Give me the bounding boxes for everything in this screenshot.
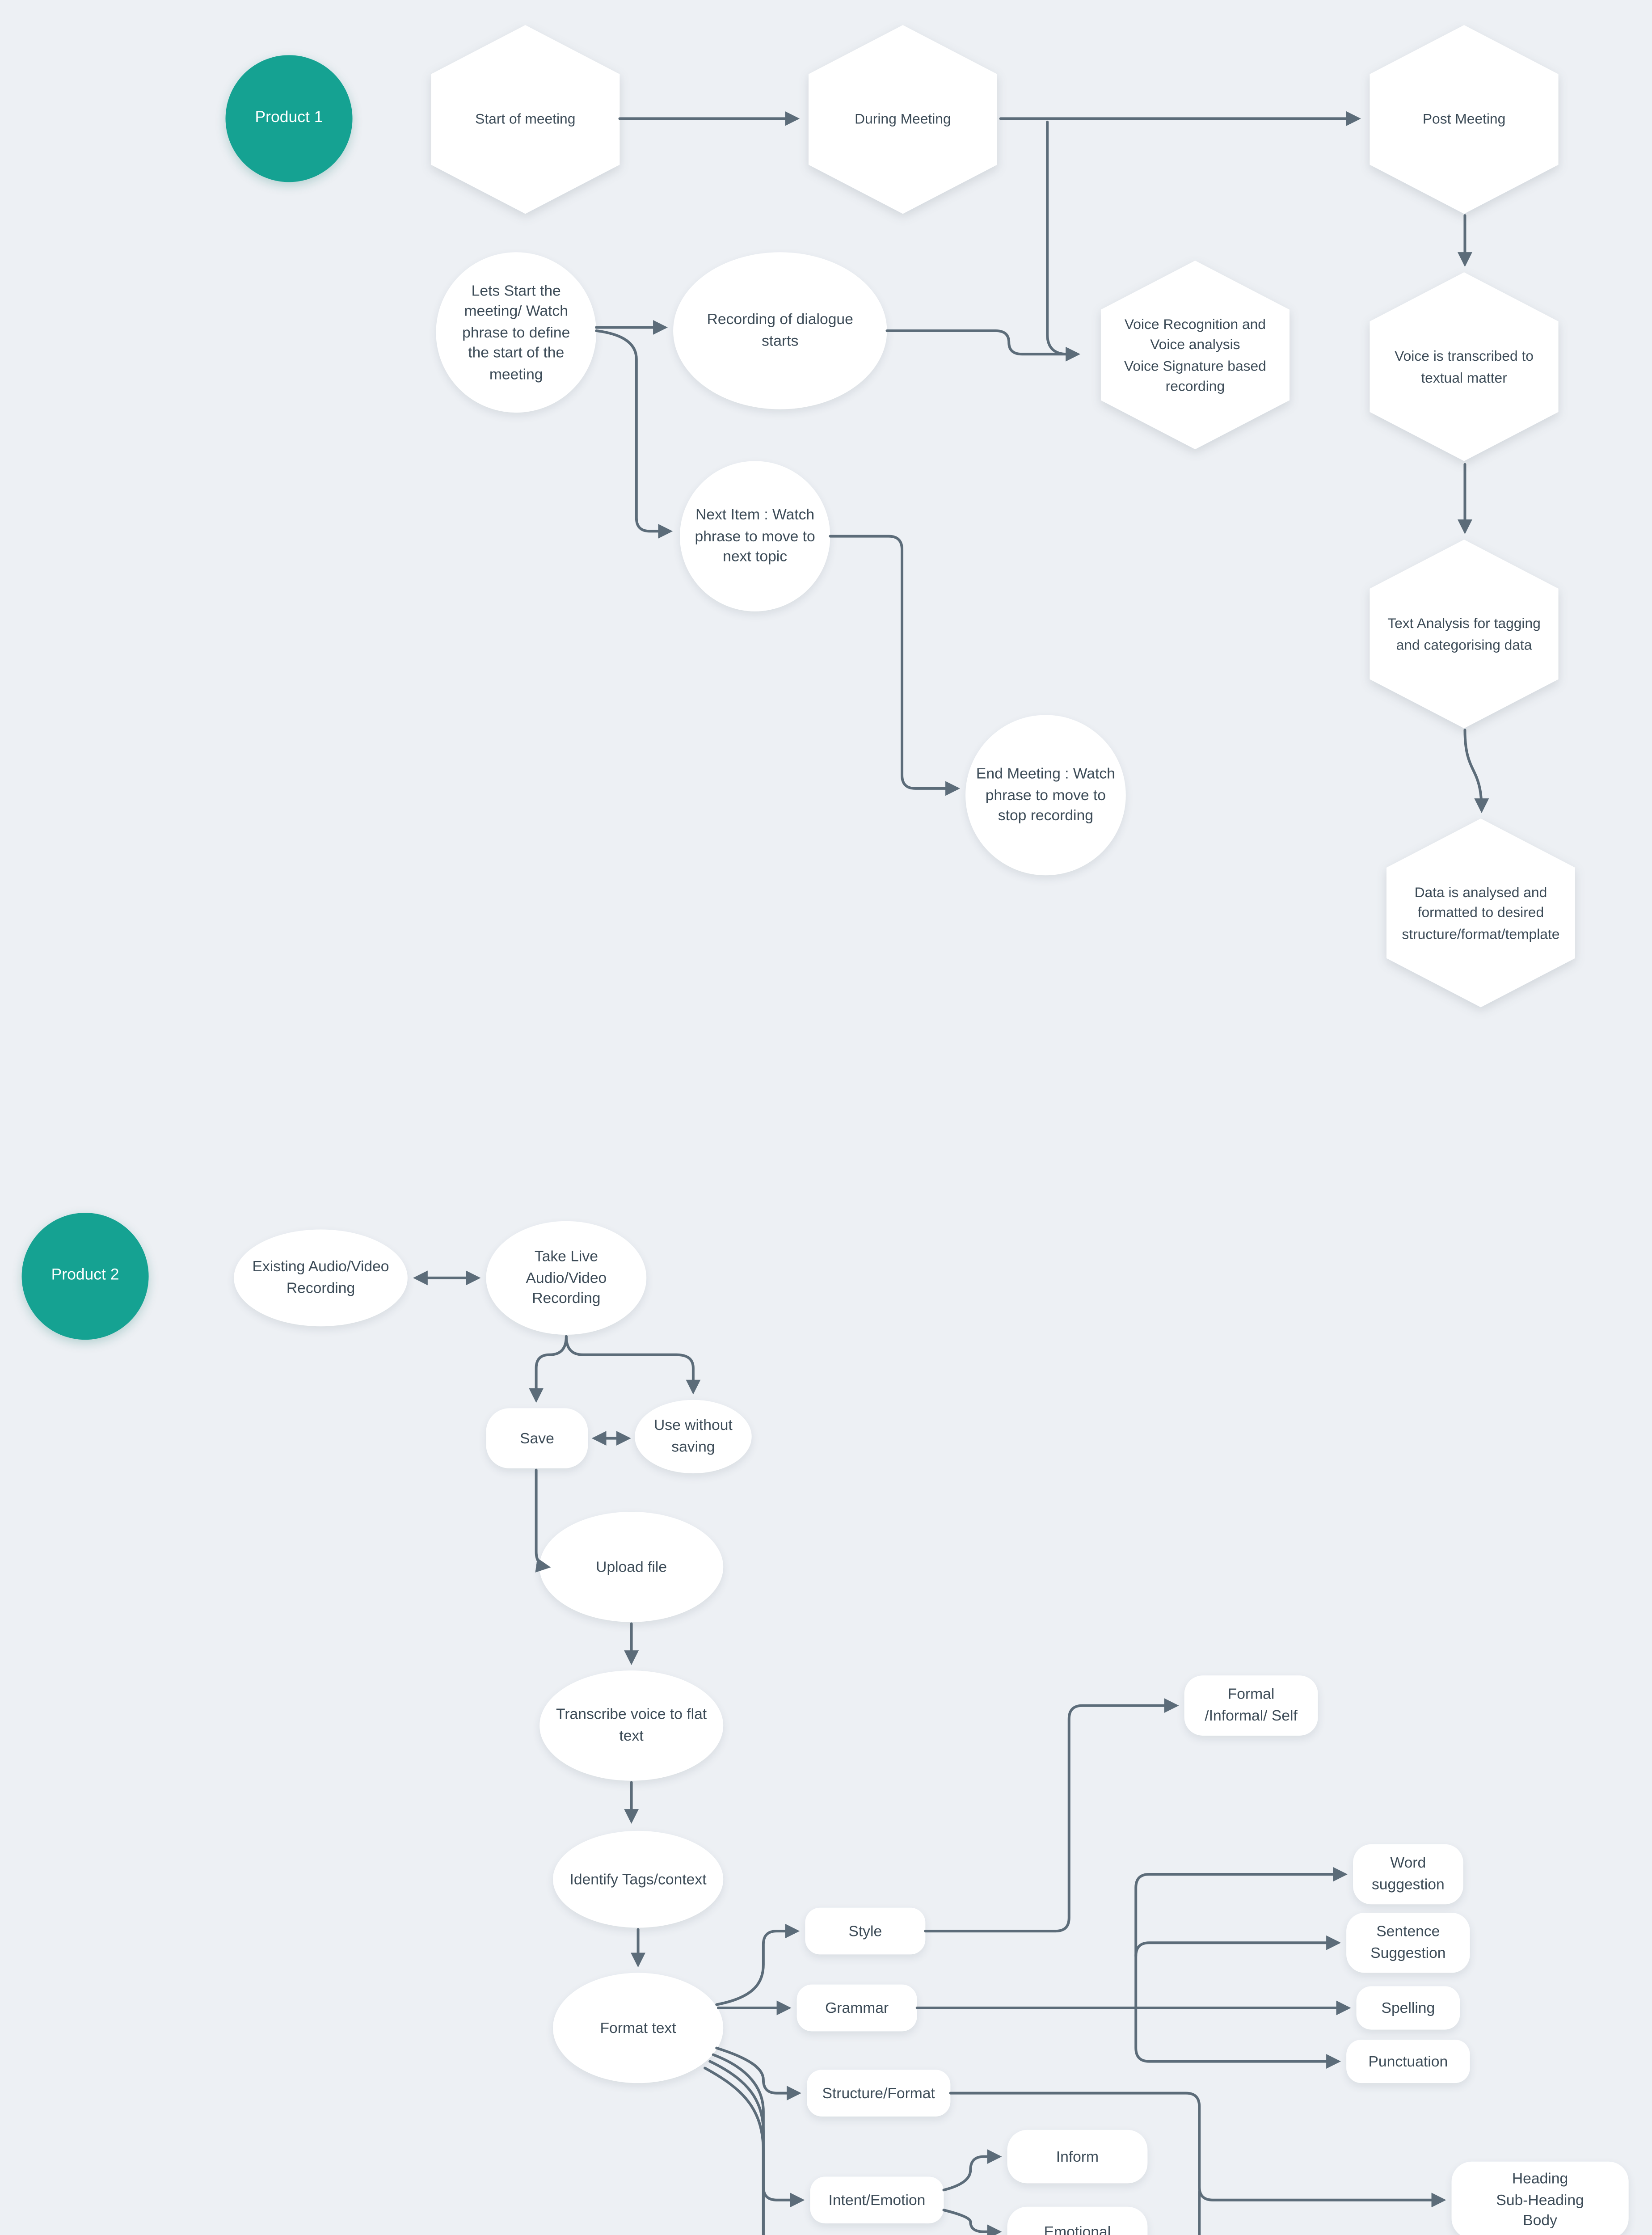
node-upload-file: Upload file <box>539 1512 724 1622</box>
node-sentence-suggestion: Sentence Suggestion <box>1346 1912 1470 1973</box>
node-label: Format text <box>600 2019 676 2036</box>
connector-format-to-audience <box>708 2060 765 2235</box>
node-label: Identify Tags/context <box>569 1870 707 1887</box>
node-formal-informal-self: Formal /Informal/ Self <box>1184 1675 1318 1736</box>
node-label: Recording of dialogue starts <box>707 311 853 350</box>
node-label: Voice is transcribed to textual matter <box>1395 348 1534 385</box>
node-label: Word suggestion <box>1371 1855 1445 1893</box>
node-end-meeting: End Meeting : Watch phrase to move to st… <box>965 715 1126 876</box>
node-label: Data is analysed and formatted to desire… <box>1402 884 1560 942</box>
node-heading-subheading-body: Heading Sub-Heading Body <box>1451 2161 1629 2235</box>
node-spelling: Spelling <box>1356 1986 1460 2030</box>
product1-badge-label: Product 1 <box>255 109 323 128</box>
node-label: Formal /Informal/ Self <box>1205 1686 1298 1724</box>
connector-grammar-to-word <box>1134 1867 1348 2009</box>
node-label: Upload file <box>596 1558 667 1575</box>
node-label: During Meeting <box>855 110 951 128</box>
connector-takelive-to-usewithout <box>565 1335 701 1395</box>
node-voice-recognition: Voice Recognition and Voice analysis Voi… <box>1100 260 1290 450</box>
node-label: Punctuation <box>1368 2052 1448 2070</box>
node-label: Intent/Emotion <box>828 2191 926 2208</box>
node-label: Next Item : Watch phrase to move to next… <box>695 506 815 565</box>
connector-structure-to-charts <box>1198 2190 1201 2235</box>
node-grammar: Grammar <box>796 1984 917 2032</box>
node-format-text: Format text <box>552 1973 724 2083</box>
product1-badge: Product 1 <box>225 55 353 182</box>
node-label: Use without saving <box>654 1417 733 1455</box>
node-label: Heading Sub-Heading Body <box>1496 2170 1584 2229</box>
node-label: End Meeting : Watch phrase to move to st… <box>976 765 1115 824</box>
node-data-analysed: Data is analysed and formatted to desire… <box>1386 818 1576 1008</box>
node-label: Save <box>520 1429 554 1446</box>
node-label: Style <box>848 1922 882 1939</box>
node-label: Inform <box>1056 2147 1099 2165</box>
node-punctuation: Punctuation <box>1346 2039 1470 2083</box>
node-during-meeting: During Meeting <box>808 25 998 214</box>
node-identify-tags: Identify Tags/context <box>552 1830 724 1928</box>
node-start-of-meeting: Start of meeting <box>431 25 620 214</box>
node-label: Grammar <box>825 1999 889 2016</box>
node-voice-transcribed: Voice is transcribed to textual matter <box>1370 272 1559 461</box>
node-label: Lets Start the meeting/ Watch phrase to … <box>462 281 570 383</box>
connector-grammar-to-punctuation <box>1134 2007 1341 2069</box>
node-word-suggestion: Word suggestion <box>1353 1844 1463 1905</box>
node-use-without-saving: Use without saving <box>635 1400 752 1474</box>
connector-takelive-to-save <box>529 1335 568 1403</box>
connector-intent-to-emotional <box>942 2209 1002 2235</box>
connector-intent-to-inform <box>942 2149 1002 2192</box>
node-intent-emotion: Intent/Emotion <box>810 2176 944 2224</box>
node-save: Save <box>486 1408 588 1468</box>
node-text-analysis: Text Analysis for tagging and categorisi… <box>1370 540 1559 729</box>
node-next-item: Next Item : Watch phrase to move to next… <box>679 461 830 611</box>
node-transcribe-voice: Transcribe voice to flat text <box>539 1670 724 1781</box>
node-label: Transcribe voice to flat text <box>556 1706 707 1744</box>
connector-format-to-style <box>715 1923 800 2006</box>
connector-style-to-formal <box>924 1698 1179 1933</box>
node-label: Existing Audio/Video Recording <box>252 1258 389 1296</box>
node-inform: Inform <box>1007 2130 1148 2184</box>
node-structure-format: Structure/Format <box>807 2070 951 2117</box>
connector-letsstart-to-nextitem <box>595 329 673 539</box>
node-post-meeting: Post Meeting <box>1370 25 1559 214</box>
connector-nextitem-to-endmeeting <box>829 535 960 796</box>
node-label: Text Analysis for tagging and categorisi… <box>1387 615 1541 653</box>
node-take-live-recording: Take Live Audio/Video Recording <box>486 1221 647 1335</box>
node-lets-start-meeting: Lets Start the meeting/ Watch phrase to … <box>436 252 597 413</box>
node-label: Sentence Suggestion <box>1370 1923 1446 1961</box>
connector-format-to-structure <box>715 2046 801 2101</box>
connector-during-to-voicerec <box>1046 120 1069 356</box>
node-label: Post Meeting <box>1422 110 1506 128</box>
node-label: Take Live Audio/Video Recording <box>526 1248 607 1307</box>
node-label: Start of meeting <box>475 110 576 128</box>
node-label: Emotional <box>1044 2222 1111 2235</box>
product2-badge: Product 2 <box>21 1213 149 1340</box>
connector-analysis-to-data <box>1463 729 1489 814</box>
connector-grammar-to-sentence <box>1134 1935 1341 1958</box>
node-label: Voice Recognition and Voice analysis Voi… <box>1124 315 1266 394</box>
node-label: Spelling <box>1381 1999 1435 2016</box>
node-style: Style <box>805 1907 926 1955</box>
node-emotional: Emotional <box>1007 2206 1148 2235</box>
connector-recording-to-voicerec <box>885 329 1081 362</box>
product2-badge-label: Product 2 <box>51 1267 119 1286</box>
node-existing-recording: Existing Audio/Video Recording <box>234 1229 408 1327</box>
node-recording-dialogue: Recording of dialogue starts <box>673 252 887 409</box>
connector-format-to-keytakeaway <box>704 2066 765 2235</box>
connector-format-to-intent <box>712 2053 805 2208</box>
node-label: Structure/Format <box>822 2084 935 2101</box>
